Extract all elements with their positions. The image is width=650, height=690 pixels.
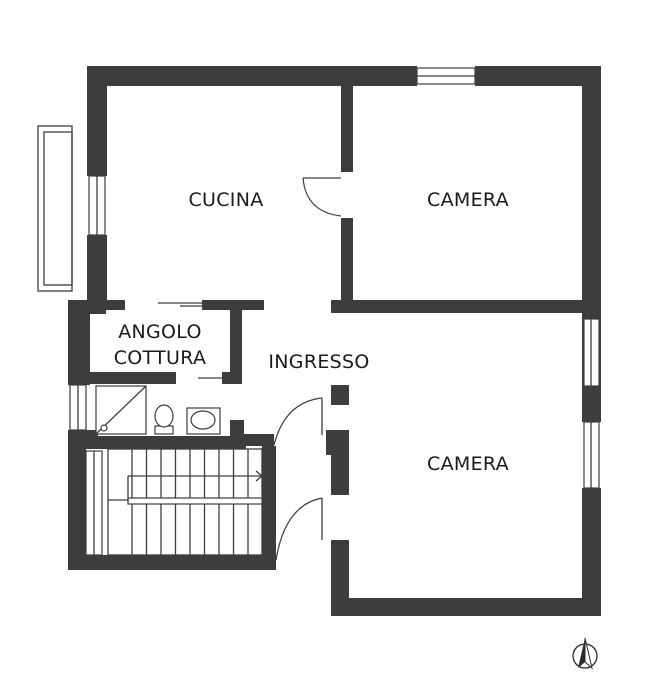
staircase (107, 448, 264, 556)
outer-walls (68, 66, 601, 616)
sink-icon (186, 407, 221, 435)
north-arrow-icon (572, 637, 598, 670)
room-label-cucina: CUCINA (188, 189, 263, 211)
toilet-icon (154, 404, 174, 435)
doors (158, 177, 342, 561)
room-label-angolo-line1: ANGOLO (118, 321, 202, 343)
bathroom-fixtures (95, 385, 221, 435)
windows (69, 67, 600, 556)
room-label-camera-top: CAMERA (427, 189, 509, 211)
room-label-angolo-line2: COTTURA (114, 347, 207, 369)
room-label-ingresso: INGRESSO (268, 351, 369, 373)
room-label-camera-bottom: CAMERA (427, 453, 509, 475)
balcony (37, 125, 73, 292)
interior-walls (86, 86, 601, 570)
